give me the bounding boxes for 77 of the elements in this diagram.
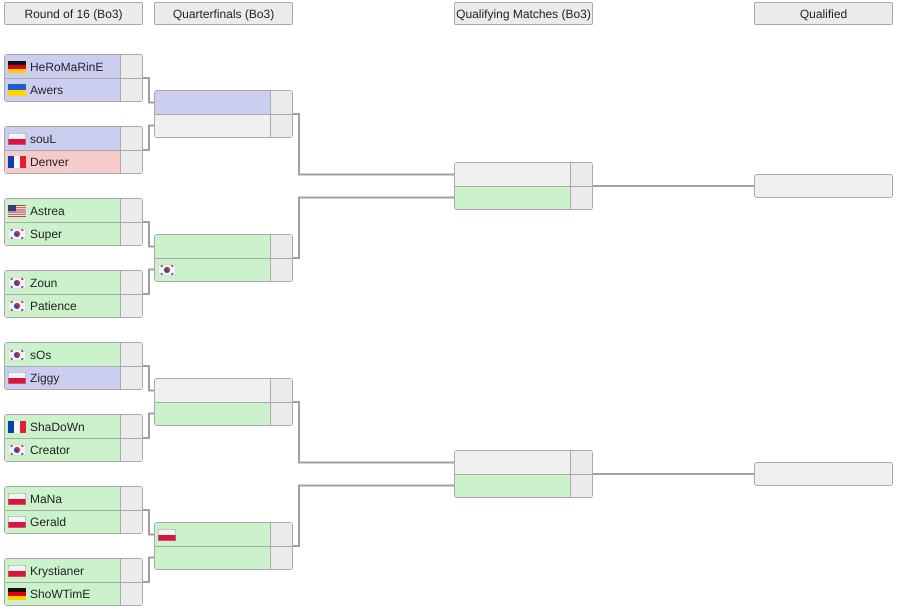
- bracket-connector: [593, 473, 754, 475]
- player-name: Denver: [30, 155, 69, 169]
- player-slot: [155, 258, 292, 281]
- bracket-connector: [293, 196, 455, 259]
- match-box: [154, 522, 293, 570]
- player-name: Awers: [30, 83, 64, 97]
- bracket-connector: [593, 185, 754, 187]
- match-box: [454, 162, 593, 210]
- round-header: Qualifying Matches (Bo3): [454, 2, 593, 25]
- player-name: ShoWTimE: [30, 587, 90, 601]
- player-slot: [455, 451, 592, 474]
- player-name: Gerald: [30, 515, 66, 529]
- player-name: Krystianer: [30, 564, 84, 578]
- player-slot: [5, 222, 142, 245]
- player-slot: [155, 91, 292, 114]
- player-slot: [5, 366, 142, 389]
- player-name: Creator: [30, 443, 70, 457]
- player-slot: [5, 150, 142, 173]
- bracket-connector: [293, 401, 455, 464]
- player-slot: [5, 55, 142, 78]
- player-slot: [455, 163, 592, 186]
- player-slot: [155, 402, 292, 425]
- result-box: [754, 174, 893, 198]
- player-name: Astrea: [30, 204, 65, 218]
- match-box: [4, 486, 143, 534]
- match-box: [4, 414, 143, 462]
- player-name: sOs: [30, 348, 52, 362]
- bracket-connector: [143, 365, 155, 392]
- match-box: [4, 198, 143, 246]
- round-header: Round of 16 (Bo3): [4, 2, 143, 25]
- bracket-connector: [143, 221, 155, 248]
- match-box: [154, 234, 293, 282]
- match-box: [154, 378, 293, 426]
- match-box: [4, 126, 143, 174]
- player-name: souL: [30, 132, 56, 146]
- player-slot: [5, 510, 142, 533]
- match-box: [454, 450, 593, 498]
- player-slot: [455, 186, 592, 209]
- player-slot: [155, 546, 292, 569]
- match-box: [4, 558, 143, 606]
- player-slot: [155, 114, 292, 137]
- player-slot: [5, 271, 142, 294]
- player-slot: [5, 438, 142, 461]
- bracket-connector: [293, 113, 455, 176]
- bracket-connector: [143, 412, 155, 439]
- player-name: Ziggy: [30, 371, 60, 385]
- player-slot: [5, 487, 142, 510]
- match-box: [154, 90, 293, 138]
- player-slot: [5, 199, 142, 222]
- round-header: Quarterfinals (Bo3): [154, 2, 293, 25]
- player-slot: [5, 78, 142, 101]
- player-name: Super: [30, 227, 62, 241]
- player-slot: [155, 235, 292, 258]
- player-slot: [5, 294, 142, 317]
- player-slot: [455, 474, 592, 497]
- player-slot: [155, 379, 292, 402]
- player-name: HeRoMaRinE: [30, 60, 104, 74]
- match-box: [4, 342, 143, 390]
- round-header: Qualified: [754, 2, 893, 25]
- player-slot: [5, 582, 142, 605]
- player-slot: [5, 559, 142, 582]
- bracket-connector: [143, 556, 155, 583]
- bracket-connector: [143, 77, 155, 104]
- bracket-connector: [143, 509, 155, 536]
- player-name: MaNa: [30, 492, 62, 506]
- player-slot: [5, 415, 142, 438]
- bracket-connector: [293, 484, 455, 547]
- player-slot: [155, 523, 292, 546]
- player-slot: [5, 127, 142, 150]
- player-name: Patience: [30, 299, 77, 313]
- bracket-connector: [143, 124, 155, 151]
- bracket-connector: [143, 268, 155, 295]
- player-name: ShaDoWn: [30, 420, 85, 434]
- player-name: Zoun: [30, 276, 58, 290]
- player-slot: [5, 343, 142, 366]
- result-box: [754, 462, 893, 486]
- match-box: [4, 270, 143, 318]
